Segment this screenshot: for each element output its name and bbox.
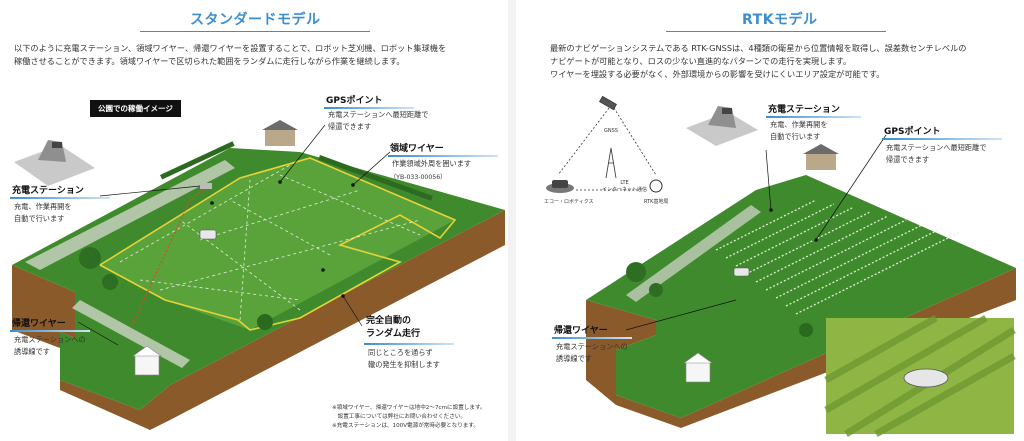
- gps-point-title: GPSポイント: [326, 96, 383, 106]
- title-underline: [666, 31, 886, 32]
- label-underline: [324, 107, 414, 109]
- standard-model-title: スタンダードモデル: [190, 12, 321, 28]
- ecovacs-label: エコー・ロボティクス: [544, 199, 594, 205]
- random-travel-desc: 同じところを通らず 轍の発生を抑制します: [368, 348, 440, 369]
- return-wire-title: 帰還ワイヤー: [554, 326, 608, 336]
- gps-point-desc: 充電ステーションへ最短距離で 帰還できます: [886, 143, 987, 164]
- rtk-model-panel: RTKモデル 最新のナビゲーションシステムである RTK-GNSSは、4種類の衛…: [516, 0, 1024, 441]
- rtk-station-label: RTK基地局: [644, 199, 669, 205]
- label-underline: [882, 138, 1002, 140]
- area-wire-code: （YB-033-00056）: [390, 174, 447, 181]
- label-underline: [552, 337, 632, 339]
- rtk-intro: 最新のナビゲーションシステムである RTK-GNSSは、4種類の衛星から位置情報…: [550, 42, 966, 81]
- panel-divider: [508, 0, 516, 441]
- charging-station-desc: 充電、作業再開を 自動で行います: [770, 120, 828, 141]
- gnss-label: GNSS: [604, 128, 618, 134]
- label-underline: [388, 155, 498, 157]
- charging-station-title: 充電ステーション: [768, 105, 840, 115]
- intro-line: ナビゲートが可能となり、ロスの少ない直進的なパターンでの走行を実現します。: [550, 56, 852, 66]
- footnotes: ※領域ワイヤー、帰還ワイヤーは地中2〜7cmに設置します。 設置工事については弊…: [332, 405, 486, 429]
- charging-station-desc: 充電、作業再開を 自動で行います: [14, 202, 72, 223]
- intro-line: ワイヤーを埋設する必要がなく、外部環境からの影響を受けにくいエリア設定が可能です…: [550, 69, 885, 79]
- standard-model-panel: スタンダードモデル 以下のように充電ステーション、領域ワイヤー、帰還ワイヤーを設…: [0, 0, 508, 441]
- intro-line: 最新のナビゲーションシステムである RTK-GNSSは、4種類の衛星から位置情報…: [550, 43, 967, 53]
- random-travel-title: 完全自動の ランダム走行: [366, 316, 421, 339]
- area-wire-title: 領域ワイヤー: [390, 144, 444, 154]
- area-wire-desc: 作業領域外周を囲います: [392, 159, 472, 168]
- label-underline: [766, 116, 861, 118]
- label-underline: [364, 343, 454, 345]
- title-underline: [140, 31, 370, 32]
- standard-intro: 以下のように充電ステーション、領域ワイヤー、帰還ワイヤーを設置することで、ロボッ…: [14, 42, 446, 68]
- gps-point-title: GPSポイント: [884, 127, 941, 137]
- charging-station-title: 充電ステーション: [12, 186, 84, 196]
- gps-point-desc: 充電ステーションへ最短距離で 帰還できます: [328, 110, 429, 131]
- rtk-model-title: RTKモデル: [742, 12, 818, 28]
- return-wire-title: 帰還ワイヤー: [12, 319, 66, 329]
- intro-line: 以下のように充電ステーション、領域ワイヤー、帰還ワイヤーを設置することで、ロボッ…: [14, 43, 447, 53]
- return-wire-desc: 充電ステーションへの 誘導線です: [556, 342, 628, 363]
- standard-park-map: [12, 120, 505, 430]
- label-underline: [10, 197, 110, 199]
- label-underline: [10, 330, 90, 332]
- rtk-park-map: [546, 95, 1016, 438]
- park-image-badge: 公園での稼働イメージ: [90, 100, 181, 117]
- lte-label: LTE インターネット通信: [602, 180, 648, 193]
- intro-line: 稼働させることができます。領域ワイヤーで区切られた範囲をランダムに走行しながら作…: [14, 56, 405, 66]
- return-wire-desc: 充電ステーションへの 誘導線です: [14, 335, 86, 356]
